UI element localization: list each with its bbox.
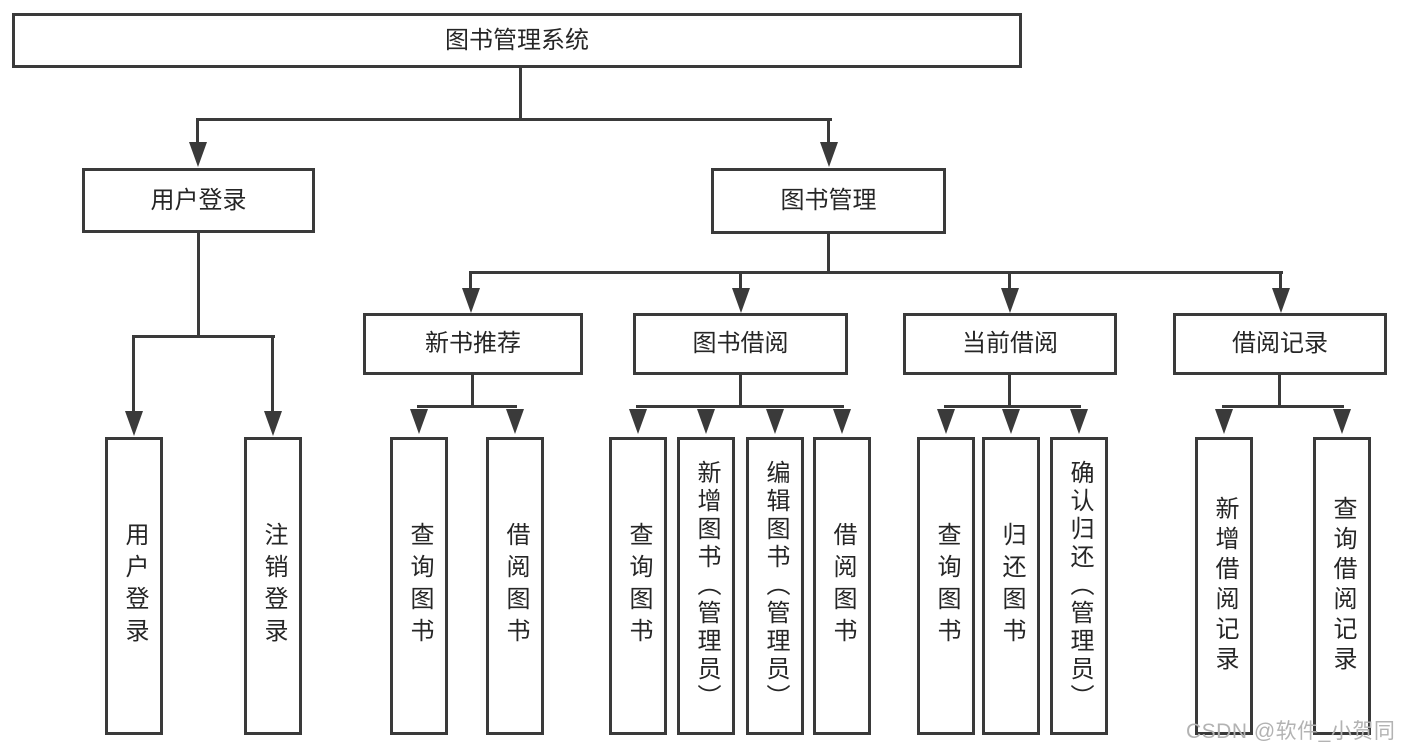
arrowhead-new-book-rec — [462, 288, 480, 313]
leaf-borrow-book-2: 借阅图书 — [813, 437, 871, 735]
connector-bookmgmt-drop1 — [469, 273, 472, 290]
csdn-watermark: CSDN @软件_小贺同学 — [1186, 720, 1396, 743]
connector-newbookrec-trunk — [471, 375, 474, 408]
node-root: 图书管理系统 — [12, 13, 1022, 68]
connector-bookborrow-trunk — [739, 375, 742, 408]
leaf-return-book: 归还图书 — [982, 437, 1040, 735]
arrowhead-leaf-borrow-book-2 — [833, 409, 851, 434]
arrowhead-leaf-borrow-book-1 — [506, 409, 524, 434]
connector-root-trunk — [519, 67, 522, 121]
arrowhead-leaf-edit-book — [766, 409, 784, 434]
arrowhead-leaf-query-book-2 — [629, 409, 647, 434]
leaf-query-book-2: 查询图书 — [609, 437, 667, 735]
node-new-book-rec: 新书推荐 — [363, 313, 583, 375]
leaf-edit-book: 编辑图书（管理员） — [746, 437, 804, 735]
arrowhead-leaf-logout — [264, 411, 282, 436]
connector-userlogin-branch — [132, 335, 275, 338]
connector-bookborrow-branch — [636, 405, 844, 408]
leaf-query-book-3: 查询图书 — [917, 437, 975, 735]
arrowhead-current-borrow — [1001, 288, 1019, 313]
arrowhead-borrow-record — [1272, 288, 1290, 313]
arrowhead-leaf-query-book-1 — [410, 409, 428, 434]
arrowhead-book-mgmt — [820, 142, 838, 167]
connector-bookmgmt-branch — [469, 271, 1283, 274]
node-book-mgmt: 图书管理 — [711, 168, 946, 234]
connector-borrowrecord-branch — [1222, 405, 1344, 408]
connector-currentborrow-trunk — [1008, 375, 1011, 408]
leaf-query-book-1: 查询图书 — [390, 437, 448, 735]
connector-currentborrow-branch — [944, 405, 1081, 408]
arrowhead-leaf-add-book — [697, 409, 715, 434]
connector-userlogin-drop2 — [271, 337, 274, 411]
arrowhead-leaf-user-login — [125, 411, 143, 436]
arrowhead-leaf-query-borrow-record — [1333, 409, 1351, 434]
leaf-user-login: 用户登录 — [105, 437, 163, 735]
connector-root-drop-left — [196, 120, 199, 146]
leaf-borrow-book-1: 借阅图书 — [486, 437, 544, 735]
connector-newbookrec-branch — [417, 405, 517, 408]
arrowhead-leaf-confirm-return — [1070, 409, 1088, 434]
arrowhead-leaf-add-borrow-record — [1215, 409, 1233, 434]
connector-userlogin-drop1 — [132, 337, 135, 411]
leaf-add-book: 新增图书（管理员） — [677, 437, 735, 735]
node-current-borrow: 当前借阅 — [903, 313, 1117, 375]
arrowhead-book-borrow — [732, 288, 750, 313]
node-borrow-record: 借阅记录 — [1173, 313, 1387, 375]
arrowhead-user-login — [189, 142, 207, 167]
leaf-add-borrow-record: 新增借阅记录 — [1195, 437, 1253, 735]
connector-bookmgmt-trunk — [827, 233, 830, 273]
arrowhead-leaf-query-book-3 — [937, 409, 955, 434]
node-user-login: 用户登录 — [82, 168, 315, 233]
connector-root-branch — [196, 118, 832, 121]
connector-root-drop-right — [827, 120, 830, 146]
connector-bookmgmt-drop2 — [739, 273, 742, 290]
connector-borrowrecord-trunk — [1278, 375, 1281, 408]
connector-bookmgmt-drop3 — [1008, 273, 1011, 290]
leaf-query-borrow-record: 查询借阅记录 — [1313, 437, 1371, 735]
node-book-borrow: 图书借阅 — [633, 313, 848, 375]
connector-userlogin-trunk — [197, 232, 200, 338]
leaf-confirm-return: 确认归还（管理员） — [1050, 437, 1108, 735]
arrowhead-leaf-return-book — [1002, 409, 1020, 434]
connector-bookmgmt-drop4 — [1279, 273, 1282, 290]
leaf-logout: 注销登录 — [244, 437, 302, 735]
